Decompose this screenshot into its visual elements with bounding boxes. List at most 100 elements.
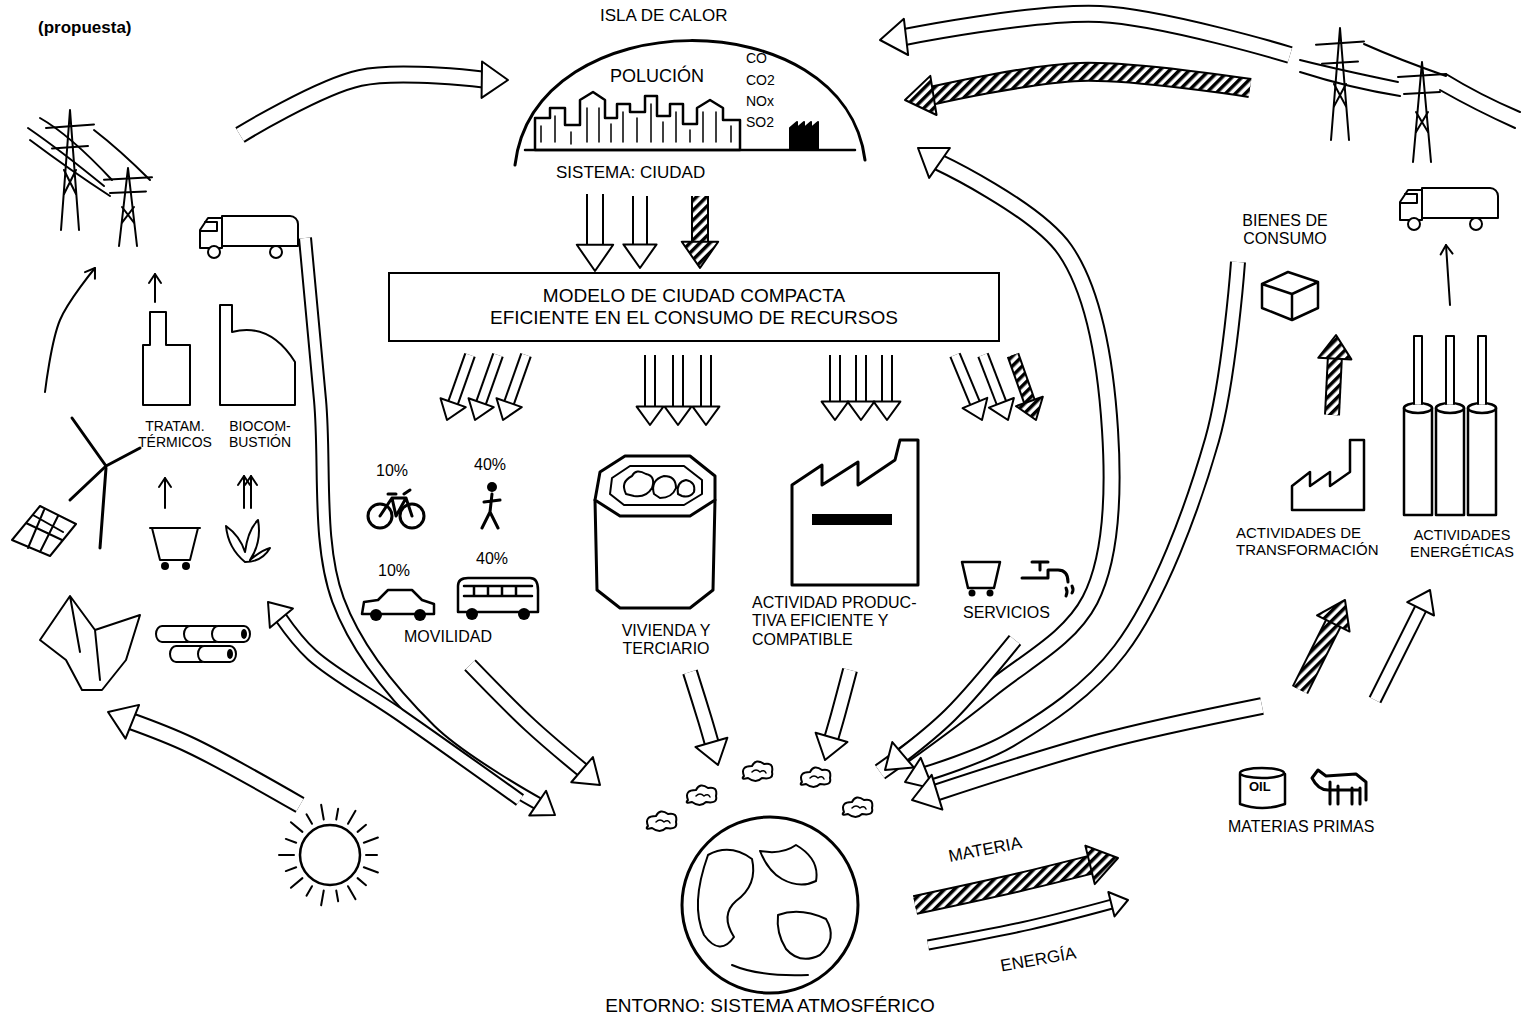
sun-ray — [307, 886, 313, 896]
waste-bin-icon — [150, 528, 200, 560]
sector-arrow-body — [452, 355, 470, 405]
legend-energy-sample-head — [1108, 892, 1128, 916]
city-dome: ISLA DE CALORPOLUCIÓNCOCO2NOxSO2SISTEMA:… — [505, 0, 875, 192]
factory-icon — [1292, 440, 1364, 510]
waste-bin-icon — [969, 590, 976, 597]
sector-arrow-body — [674, 355, 682, 409]
power-pylon — [1404, 92, 1440, 94]
small-arrow-head — [245, 476, 257, 485]
sector-label: SERVICIOS — [963, 604, 1050, 622]
share-percent: 40% — [476, 550, 508, 568]
legend-energy-sample-body — [928, 904, 1113, 945]
sector-arrow-body — [1013, 355, 1030, 403]
energy-tower-icon — [1404, 403, 1432, 413]
housing-block-icon — [595, 456, 715, 516]
sector-arrow-head — [822, 402, 849, 420]
flow-arrow-head — [912, 775, 942, 810]
truck-icon — [200, 218, 222, 248]
sector-arrow-head — [963, 398, 988, 420]
small-arrow-head — [85, 268, 95, 279]
matter-arrow-body — [1300, 622, 1334, 690]
sector-arrow-outline — [452, 355, 470, 405]
cloud-icon — [752, 770, 766, 773]
matter-arrow-body — [1332, 357, 1335, 415]
node-text: NOx — [746, 93, 774, 109]
solar-arrow-body — [130, 721, 300, 805]
share-percent: 10% — [376, 462, 408, 480]
car-icon — [414, 609, 426, 621]
flow-connector — [577, 194, 613, 271]
tree-icon — [624, 471, 694, 498]
sun-ray — [348, 886, 356, 899]
activity-label: ACTIVIDADES ENERGÉTICAS — [1398, 527, 1526, 560]
emission-arrow-body — [901, 640, 1015, 756]
sun-ray — [291, 878, 302, 888]
matter-arrow-body — [931, 72, 1250, 96]
energy-arrow-head — [1441, 245, 1453, 254]
consumer-goods-icon — [1262, 272, 1318, 320]
flow-arrow-body — [904, 14, 1290, 55]
cloud-icon — [843, 797, 873, 817]
flow-arrow-body — [280, 617, 520, 800]
sector-arrow-body — [857, 355, 865, 404]
compost-heap-icon — [40, 596, 140, 690]
energy-tower-icon — [1468, 408, 1496, 515]
share-percent: 40% — [474, 456, 506, 474]
continent-shape — [778, 912, 831, 959]
dome-outline — [515, 41, 865, 165]
pedestrian-icon — [482, 494, 500, 528]
sector-label: VIVIENDA Y TERCIARIO — [606, 622, 726, 659]
matter-arrow-body — [693, 196, 707, 244]
continent-shape — [732, 965, 808, 975]
emission-arrow-outline — [690, 672, 712, 744]
sun-ray — [364, 838, 378, 843]
small-arrow-head — [149, 274, 161, 283]
sector-arrow-head — [1016, 397, 1043, 420]
energy-arrow-outline — [1375, 607, 1422, 700]
sector-arrow-body — [480, 355, 498, 405]
node-text: CO — [746, 50, 767, 66]
node-text: MODELO DE CIUDAD COMPACTA EFICIENTE EN E… — [414, 285, 974, 329]
small-arrow — [250, 476, 252, 508]
flow-connector-body — [588, 194, 602, 247]
sun-ray — [336, 809, 338, 820]
barrel-label: OIL — [1249, 780, 1271, 795]
continent-shape — [760, 845, 817, 885]
energy-arrow — [1446, 245, 1450, 305]
truck-icon — [1408, 218, 1420, 230]
truck-icon — [222, 216, 298, 246]
globe-outline — [682, 817, 858, 993]
sector-arrow-head — [441, 398, 466, 420]
sector-arrow-outline — [955, 355, 976, 405]
sun-ray — [321, 890, 324, 905]
emission-arrow-outline — [831, 670, 850, 739]
small-arrow-head — [159, 478, 171, 487]
power-pylon — [1413, 62, 1431, 162]
sun-ray — [366, 854, 377, 856]
sector-arrow-outline — [700, 355, 712, 409]
ground-line — [525, 149, 855, 152]
model-box: MODELO DE CIUDAD COMPACTA EFICIENTE EN E… — [388, 272, 1000, 342]
chimney-icon — [1446, 336, 1454, 404]
sector-arrow-outline — [855, 355, 867, 404]
continent-shape — [698, 850, 753, 947]
legend-matter-sample-outline — [915, 864, 1092, 905]
small-arrow — [243, 476, 245, 508]
matter-arrow-outline — [1332, 357, 1335, 415]
matter-arrow-head — [1318, 335, 1351, 359]
solar-arrow-head — [108, 705, 139, 739]
subtitle: (propuesta) — [38, 18, 132, 38]
emission-arrow-outline — [470, 665, 584, 771]
flow-arrow-head — [880, 19, 908, 55]
node-text: SISTEMA: CIUDAD — [556, 163, 705, 183]
truck-icon — [1470, 218, 1482, 230]
matter-arrow-head — [682, 242, 718, 268]
flow-arrow-body — [240, 75, 484, 135]
factory-icon — [790, 122, 818, 150]
flow-arrow-outline — [632, 196, 648, 246]
matter-arrow-head — [905, 76, 937, 115]
sector-arrow-head — [469, 398, 494, 420]
sector-label: ACTIVIDAD PRODUC- TIVA EFICIENTE Y COMPA… — [752, 594, 952, 649]
legend-text: MATERIA — [947, 833, 1024, 866]
